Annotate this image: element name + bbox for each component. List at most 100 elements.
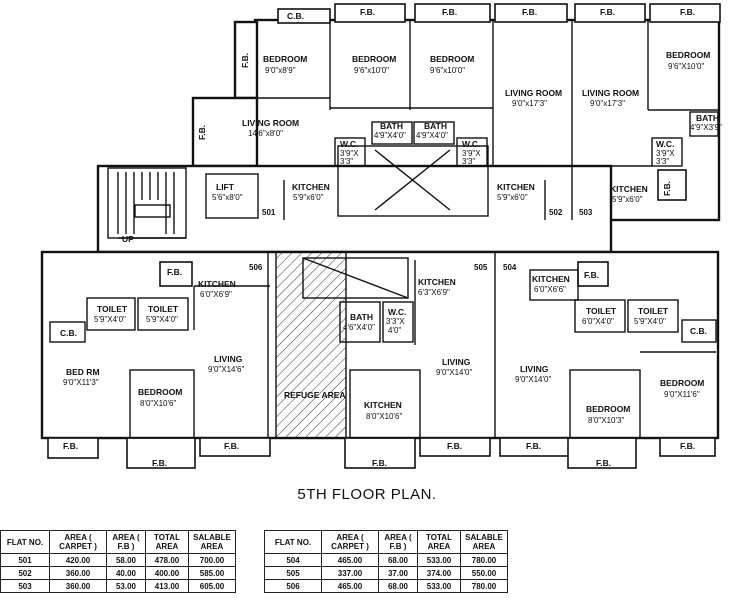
living-505-label: LIVING (442, 357, 471, 367)
fb-label-505-1: F.B. (372, 458, 387, 468)
cell: 360.00 (49, 579, 107, 593)
lift-label: LIFT (216, 182, 235, 192)
living-504-dim: 9'0"X14'0" (515, 375, 551, 384)
fb-label-504-side: F.B. (584, 270, 599, 280)
fb-label-504-3: F.B. (680, 441, 695, 451)
bath-b-label: BATH (424, 121, 447, 131)
cell: 700.00 (188, 553, 236, 567)
bath-503-label: BATH (696, 113, 719, 123)
cell: 780.00 (460, 579, 508, 593)
bath-a-dim: 4'9"X4'0" (374, 131, 406, 140)
living-506-dim: 9'0"X14'6" (208, 365, 244, 374)
col-area-fb: AREA ( F.B ) (106, 530, 146, 554)
living-503-label: LIVING ROOM (582, 88, 639, 98)
bedroom-b-dim: 9'6"x10'0" (430, 66, 465, 75)
toilet-504a-label: TOILET (586, 306, 617, 316)
table-row: 505 337.00 37.00 374.00 550.00 (264, 566, 508, 580)
col-total-area: TOTAL AREA (417, 530, 461, 554)
bedrm-506-label: BED RM (66, 367, 100, 377)
wc-503-label: W.C. (656, 139, 674, 149)
wc-501-label: W.C. (340, 139, 358, 149)
wc-501-dim1: 3'9"X (340, 149, 359, 158)
lower-interior-walls (49, 252, 717, 439)
toilet-506b-label: TOILET (148, 304, 179, 314)
fb-label-top-2: F.B. (442, 7, 457, 17)
wc-505-dim2: 4'0" (388, 326, 401, 335)
bedroom-b-label: BEDROOM (430, 54, 474, 64)
bedroom-504b-label: BEDROOM (660, 378, 704, 388)
cell: 68.00 (378, 579, 418, 593)
bedroom-504b-dim: 9'0"X11'6" (664, 390, 700, 399)
cell: 360.00 (49, 566, 107, 580)
table-row: 503 360.00 53.00 413.00 605.00 (0, 579, 236, 593)
bath-505-dim: 4'6"X4'0" (343, 323, 375, 332)
cell: 605.00 (188, 579, 236, 593)
toilet-504a-dim: 6'0"X4'0" (582, 317, 614, 326)
kitchen-503-label: KITCHEN (610, 184, 648, 194)
kitchen-505b-label: KITCHEN (364, 400, 402, 410)
bath-505-label: BATH (350, 312, 373, 322)
cell: 68.00 (378, 553, 418, 567)
area-table-right: FLAT NO. AREA ( CARPET ) AREA ( F.B ) TO… (264, 530, 508, 593)
cell: 533.00 (417, 553, 461, 567)
bedroom-501-label: BEDROOM (263, 54, 307, 64)
fb-label-506-2: F.B. (152, 458, 167, 468)
table-row: 502 360.00 40.00 400.00 585.00 (0, 566, 236, 580)
top-balconies (277, 3, 721, 24)
flat-506-number: 506 (249, 263, 263, 272)
toilet-504b-label: TOILET (638, 306, 669, 316)
col-salable-area: SALABLE AREA (188, 530, 236, 554)
cell: 503 (0, 579, 50, 593)
bath-a-label: BATH (380, 121, 403, 131)
wc-502-label: W.C. (462, 139, 480, 149)
living-504-label: LIVING (520, 364, 549, 374)
bedroom-a-label: BEDROOM (352, 54, 396, 64)
staircase (107, 167, 187, 239)
flat-504-number: 504 (503, 263, 517, 272)
kitchen-506-label: KITCHEN (198, 279, 236, 289)
bedroom-503-dim: 9'6"X10'0" (668, 62, 704, 71)
bedroom-a-dim: 9'6"x10'0" (354, 66, 389, 75)
table-row: 504 465.00 68.00 533.00 780.00 (264, 553, 508, 567)
col-area-fb: AREA ( F.B ) (378, 530, 418, 554)
lower-balconies (47, 261, 716, 469)
cell: 502 (0, 566, 50, 580)
fb-label-505-2: F.B. (447, 441, 462, 451)
table-row: 506 465.00 68.00 533.00 780.00 (264, 579, 508, 593)
living-506-label: LIVING (214, 354, 243, 364)
upper-interior-walls (205, 20, 719, 220)
side-balcony-503 (657, 169, 687, 201)
cell: 506 (264, 579, 322, 593)
wc-503-dim2: 3'3" (656, 157, 669, 166)
flat-505-number: 505 (474, 263, 488, 272)
fb-label-top-3: F.B. (522, 7, 537, 17)
flat-501-number: 501 (262, 208, 276, 217)
floor-plan: C.B. F.B. F.B. F.B. F.B. F.B. F.B. F.B. … (40, 3, 722, 469)
refuge-area-label: REFUGE AREA (284, 390, 346, 400)
living-502-label: LIVING ROOM (505, 88, 562, 98)
fb-label-506-1: F.B. (63, 441, 78, 451)
lift-dim: 5'6"x8'0" (212, 193, 243, 202)
living-501-dim: 14'6"x8'0" (248, 129, 283, 138)
col-area-carpet: AREA ( CARPET ) (49, 530, 107, 554)
kitchen-501-dim: 5'9"x6'0" (293, 193, 324, 202)
living-505-dim: 9'0"X14'0" (436, 368, 472, 377)
cell: 501 (0, 553, 50, 567)
cb-label-top: C.B. (287, 11, 304, 21)
fb-label-top-4: F.B. (600, 7, 615, 17)
fb-label-506-side: F.B. (167, 267, 182, 277)
fb-label-504-2: F.B. (596, 458, 611, 468)
upper-wing-walls (96, 18, 721, 254)
fb-label-top-1: F.B. (360, 7, 375, 17)
cell: 400.00 (145, 566, 189, 580)
bedroom-504a-dim: 8'0"X10'3" (588, 416, 624, 425)
cell: 780.00 (460, 553, 508, 567)
table-header-row: FLAT NO. AREA ( CARPET ) AREA ( F.B ) TO… (0, 530, 236, 554)
col-area-carpet: AREA ( CARPET ) (321, 530, 379, 554)
toilet-506a-dim: 5'9"X4'0" (94, 315, 126, 324)
kitchen-505a-label: KITCHEN (418, 277, 456, 287)
cell: 505 (264, 566, 322, 580)
cell: 465.00 (321, 553, 379, 567)
cell: 550.00 (460, 566, 508, 580)
table-row: 501 420.00 58.00 478.00 700.00 (0, 553, 236, 567)
